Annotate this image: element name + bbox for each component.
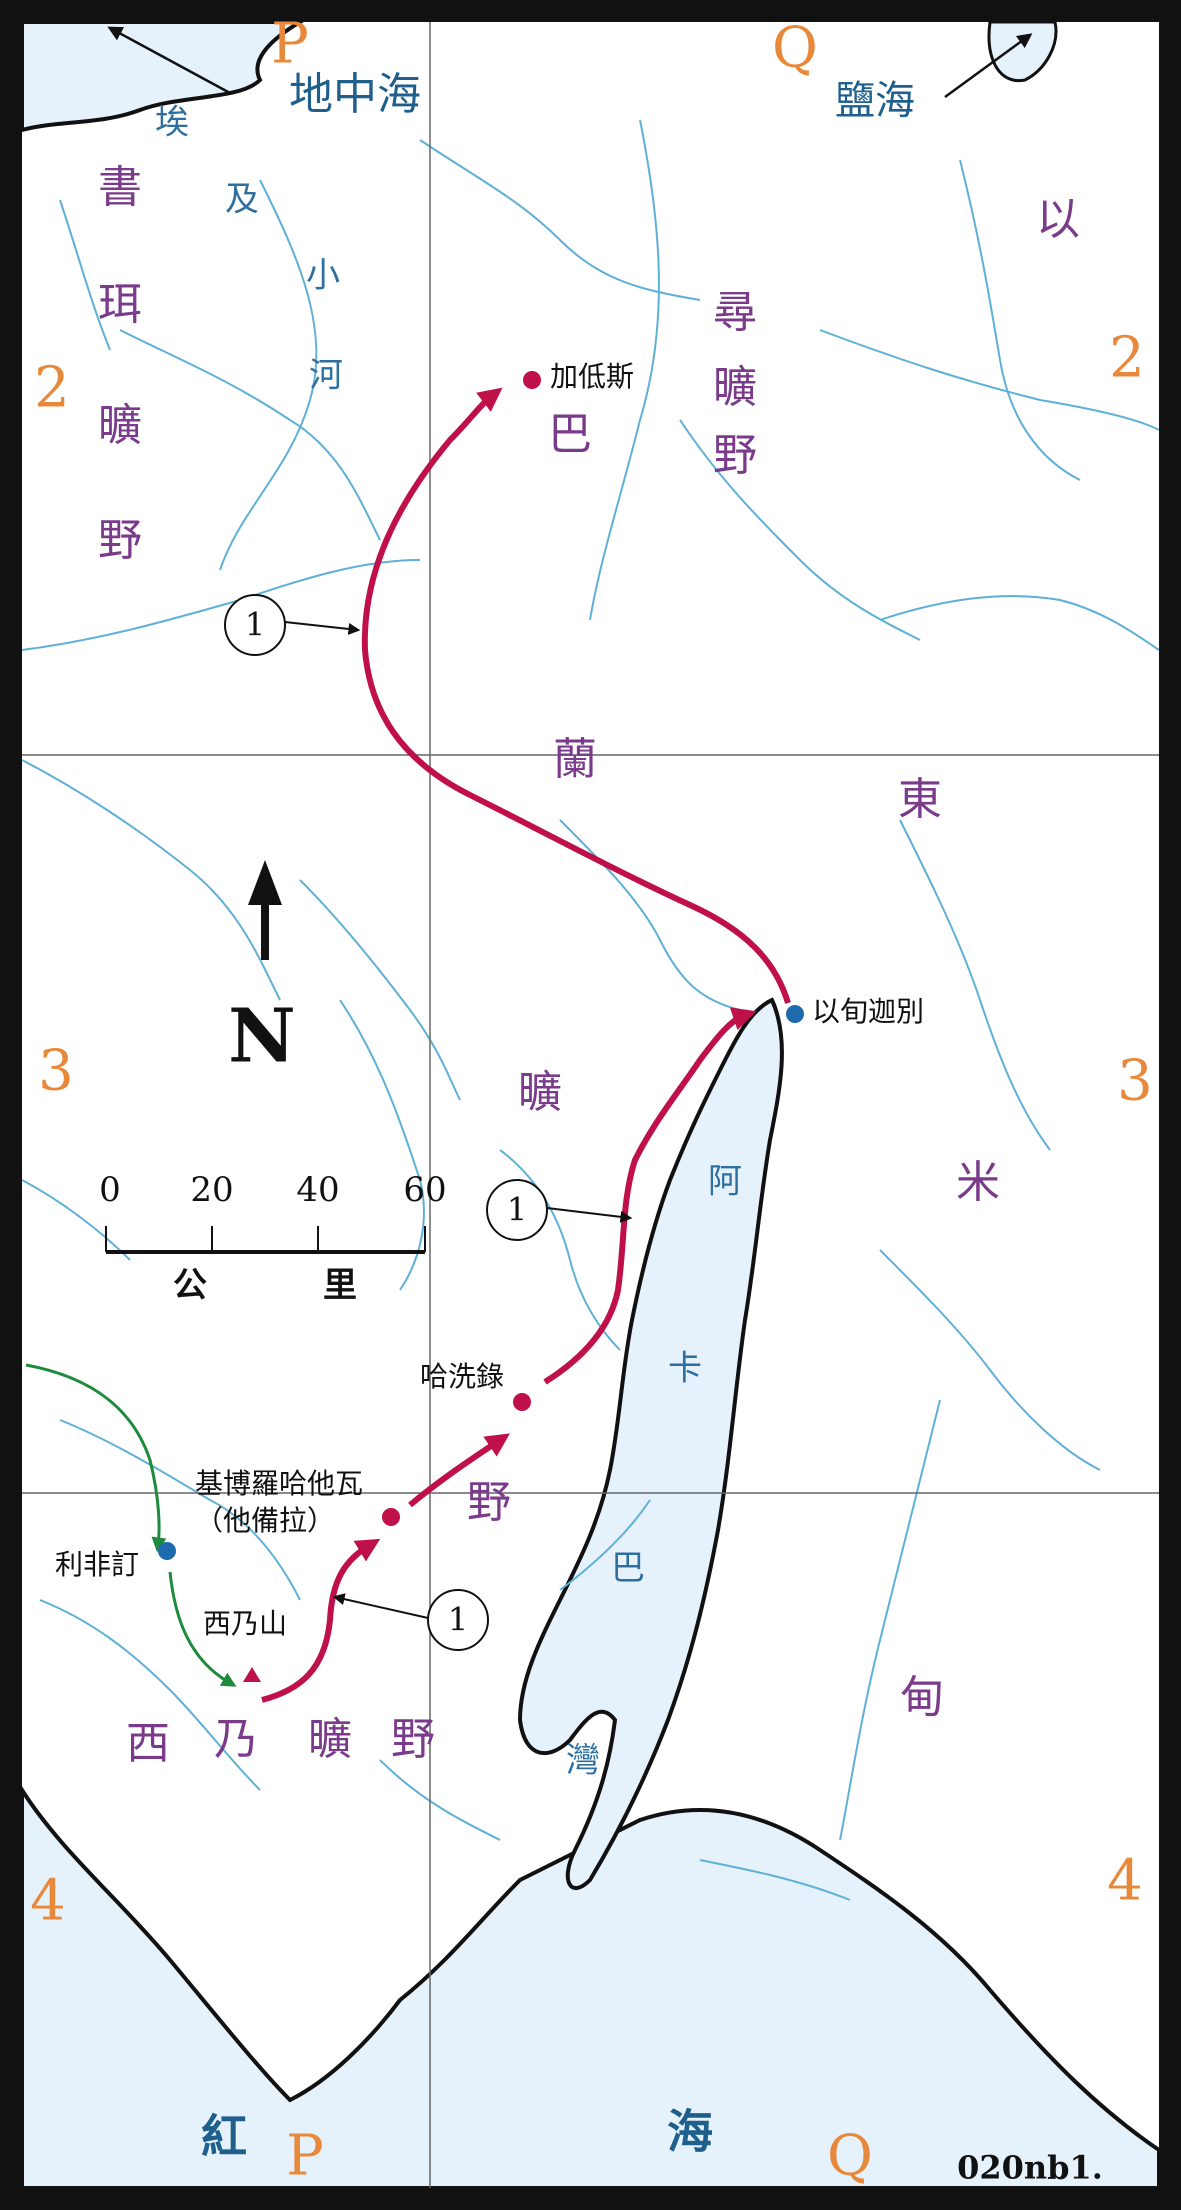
route-label-num-3: 1 — [448, 1601, 468, 1639]
grid-row-2-left: 2 — [34, 356, 70, 421]
mediterranean-pointer — [107, 26, 231, 95]
kibroth-dot — [382, 1508, 400, 1526]
zin-label-3: 野 — [713, 430, 757, 481]
scale-tick-20: 20 — [190, 1170, 233, 1210]
water-bodies — [20, 20, 1161, 2190]
route-label-circle-3 — [427, 1589, 489, 1651]
route-label-pointer-1 — [284, 621, 361, 635]
shur-label-2: 珥 — [98, 279, 142, 330]
brook-egypt-label-4: 河 — [309, 356, 343, 396]
red-sea — [20, 1783, 1161, 2190]
dead-sea-label: 鹽海 — [835, 78, 915, 124]
dead-sea — [987, 20, 1058, 83]
shur-label-4: 野 — [98, 515, 142, 566]
route-label-circle-2 — [486, 1179, 548, 1241]
hazeroth-dot — [513, 1393, 531, 1411]
north-label: N — [228, 994, 296, 1080]
rephidim-label: 利非訂 — [55, 1548, 139, 1581]
brook-egypt-label-3: 小 — [306, 256, 340, 296]
brook-egypt-label-1: 埃 — [155, 103, 189, 143]
grid-row-2-right: 2 — [1109, 326, 1145, 391]
gulf-aqaba-label-1: 阿 — [708, 1162, 742, 1202]
sinai-label-4: 野 — [391, 1714, 435, 1765]
mount-sinai-marker — [243, 1667, 261, 1682]
red-sea-label-1: 紅 — [201, 2110, 247, 2164]
grid-lines — [22, 22, 1159, 2188]
scale-unit-1: 公 — [173, 1266, 207, 1306]
route-label-num-1: 1 — [245, 606, 265, 644]
dead-sea-pointer — [944, 33, 1033, 99]
exodus-route-4 — [361, 387, 791, 1004]
rephidim-dot — [158, 1542, 176, 1560]
region-labels: 書 珥 曠 野 尋 曠 野 巴 蘭 曠 野 西 乃 曠 野 以 東 米 甸 — [98, 162, 1080, 1769]
edom-label-1: 以 — [1036, 194, 1080, 245]
grid-col-q-top: Q — [772, 16, 818, 81]
shur-label-3: 曠 — [98, 400, 142, 451]
mediterranean-sea — [20, 20, 308, 133]
kadesh-label: 加低斯 — [550, 360, 634, 393]
map-code: 020nb1. — [957, 2149, 1103, 2187]
scale-tick-0: 0 — [99, 1170, 121, 1210]
route-label-circle-1 — [224, 594, 286, 656]
water-labels: 地中海 鹽海 紅 海 阿 卡 巴 灣 埃 及 小 河 — [107, 26, 1033, 2164]
routes — [25, 387, 791, 1703]
route-labels: 1 1 1 — [224, 594, 633, 1651]
red-sea-label-2: 海 — [667, 2105, 713, 2159]
rivers — [21, 119, 1160, 1901]
hazeroth-label: 哈洗錄 — [420, 1360, 504, 1393]
north-arrow-head — [248, 860, 282, 905]
grid-col-p-top: P — [271, 12, 309, 77]
place-markers — [158, 371, 804, 1682]
brook-egypt-label-2: 及 — [225, 180, 259, 220]
kibroth-label-2: （他備拉） — [195, 1504, 335, 1537]
gulf-of-aqaba — [517, 997, 784, 1890]
grid-col-p-bottom: P — [286, 2124, 324, 2189]
scale-unit-2: 里 — [323, 1266, 357, 1306]
paran-label-2: 蘭 — [553, 734, 597, 785]
sinai-label-2: 乃 — [214, 1714, 258, 1765]
exodus-route-2 — [408, 1433, 510, 1508]
grid-row-4-left: 4 — [30, 1869, 66, 1934]
gulf-aqaba-label-2: 卡 — [668, 1349, 702, 1389]
exodus-route-1 — [261, 1538, 381, 1703]
paran-label-4: 野 — [467, 1477, 511, 1528]
sinai-label-3: 曠 — [308, 1714, 352, 1765]
north-arrow: N — [228, 860, 296, 1080]
scale-tick-60: 60 — [403, 1170, 446, 1210]
mount-sinai-label: 西乃山 — [203, 1607, 287, 1640]
grid-row-3-right: 3 — [1117, 1049, 1153, 1114]
scale-bar: 0 20 40 60 公 里 — [99, 1170, 446, 1306]
zin-label-2: 曠 — [713, 362, 757, 413]
paran-label-1: 巴 — [548, 409, 592, 460]
route-label-pointer-2 — [546, 1207, 633, 1223]
kadesh-dot — [523, 371, 541, 389]
mediterranean-label: 地中海 — [289, 69, 421, 120]
midian-label-2: 甸 — [900, 1672, 944, 1723]
grid-labels: P Q P Q 2 2 3 3 4 4 — [30, 12, 1153, 2189]
zin-label-1: 尋 — [713, 287, 757, 338]
kibroth-label-1: 基博羅哈他瓦 — [195, 1467, 363, 1500]
paran-label-3: 曠 — [518, 1067, 562, 1118]
ezion-geber-dot — [786, 1005, 804, 1023]
secondary-route — [25, 1363, 167, 1553]
exodus-route-3 — [543, 1007, 757, 1385]
grid-col-q-bottom: Q — [827, 2124, 873, 2189]
gulf-aqaba-label-3: 巴 — [611, 1549, 645, 1589]
grid-row-4-right: 4 — [1107, 1849, 1143, 1914]
scale-tick-40: 40 — [296, 1170, 339, 1210]
edom-label-2: 東 — [898, 774, 942, 825]
grid-row-3-left: 3 — [38, 1039, 74, 1104]
ezion-geber-label: 以旬迦別 — [812, 995, 924, 1028]
midian-label-1: 米 — [956, 1157, 1000, 1208]
shur-label-1: 書 — [98, 162, 142, 213]
sinai-label-1: 西 — [126, 1718, 170, 1769]
route-label-pointer-3 — [332, 1593, 429, 1619]
secondary-route-2 — [168, 1571, 237, 1687]
route-label-num-2: 1 — [507, 1191, 527, 1229]
place-labels: 加低斯 以旬迦別 哈洗錄 基博羅哈他瓦 （他備拉） 利非訂 西乃山 — [55, 360, 924, 1640]
gulf-aqaba-label-4: 灣 — [566, 1741, 600, 1781]
